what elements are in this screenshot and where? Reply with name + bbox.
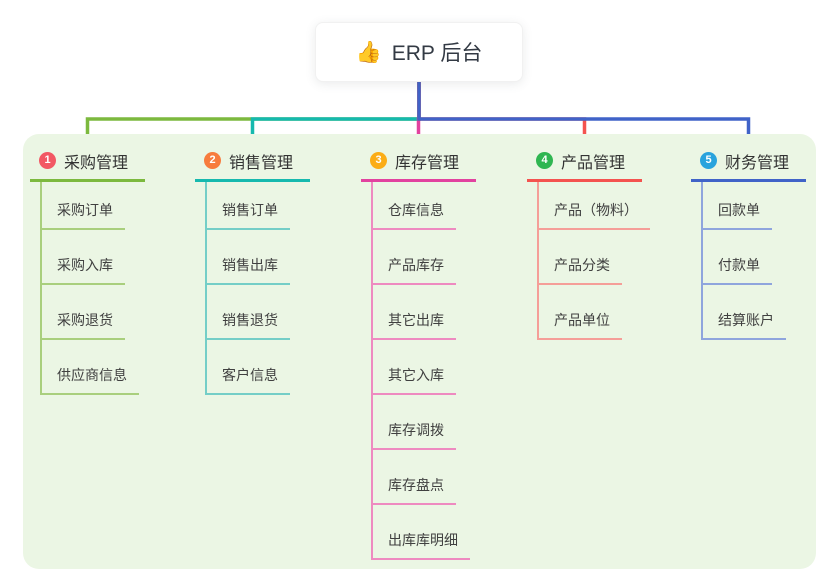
branch-title-node[interactable]: 5 财务管理 [691, 146, 806, 182]
child-node[interactable]: 销售出库 [207, 230, 290, 285]
branch-title-label: 采购管理 [64, 154, 129, 172]
branch-number-badge: 4 [536, 152, 553, 169]
branch-children-list: 回款单付款单结算账户 [701, 182, 806, 340]
branch-children-list: 仓库信息产品库存其它出库其它入库库存调拨库存盘点出库库明细 [371, 182, 476, 560]
child-node[interactable]: 供应商信息 [42, 340, 139, 395]
child-node[interactable]: 采购订单 [42, 182, 125, 230]
child-node[interactable]: 产品库存 [373, 230, 456, 285]
branch-title-label: 产品管理 [561, 154, 626, 172]
root-node-label: ERP 后台 [391, 42, 483, 65]
child-node[interactable]: 采购入库 [42, 230, 125, 285]
child-node[interactable]: 付款单 [703, 230, 772, 285]
branch-title-node[interactable]: 2 销售管理 [195, 146, 310, 182]
child-node[interactable]: 采购退货 [42, 285, 125, 340]
branch-column-5: 5 财务管理 回款单付款单结算账户 [691, 146, 806, 340]
branch-children-list: 销售订单销售出库销售退货客户信息 [205, 182, 310, 395]
child-node[interactable]: 库存盘点 [373, 450, 456, 505]
branch-title-node[interactable]: 3 库存管理 [361, 146, 476, 182]
child-node[interactable]: 销售退货 [207, 285, 290, 340]
branch-title-label: 销售管理 [229, 154, 294, 172]
child-node[interactable]: 销售订单 [207, 182, 290, 230]
branch-title-node[interactable]: 1 采购管理 [30, 146, 145, 182]
child-node[interactable]: 其它出库 [373, 285, 456, 340]
child-node[interactable]: 客户信息 [207, 340, 290, 395]
branch-number-badge: 3 [370, 152, 387, 169]
branch-title-node[interactable]: 4 产品管理 [527, 146, 642, 182]
child-node[interactable]: 回款单 [703, 182, 772, 230]
branch-column-1: 1 采购管理 采购订单采购入库采购退货供应商信息 [30, 146, 145, 395]
mindmap-root-node[interactable]: 👍 ERP 后台 [315, 22, 523, 82]
thumbs-up-icon: 👍 [355, 40, 382, 64]
branch-title-label: 库存管理 [395, 154, 460, 172]
child-node[interactable]: 产品单位 [539, 285, 622, 340]
child-node[interactable]: 出库库明细 [373, 505, 470, 560]
branches-background-panel [23, 134, 816, 569]
branch-number-badge: 2 [204, 152, 221, 169]
child-node[interactable]: 其它入库 [373, 340, 456, 395]
child-node[interactable]: 仓库信息 [373, 182, 456, 230]
branch-title-label: 财务管理 [725, 154, 790, 172]
branch-number-badge: 5 [700, 152, 717, 169]
child-node[interactable]: 产品（物料） [539, 182, 650, 230]
branch-column-3: 3 库存管理 仓库信息产品库存其它出库其它入库库存调拨库存盘点出库库明细 [361, 146, 476, 560]
child-node[interactable]: 库存调拨 [373, 395, 456, 450]
branch-children-list: 采购订单采购入库采购退货供应商信息 [40, 182, 145, 395]
branch-column-2: 2 销售管理 销售订单销售出库销售退货客户信息 [195, 146, 310, 395]
branch-column-4: 4 产品管理 产品（物料）产品分类产品单位 [527, 146, 650, 340]
branch-number-badge: 1 [39, 152, 56, 169]
branch-children-list: 产品（物料）产品分类产品单位 [537, 182, 650, 340]
child-node[interactable]: 结算账户 [703, 285, 786, 340]
child-node[interactable]: 产品分类 [539, 230, 622, 285]
